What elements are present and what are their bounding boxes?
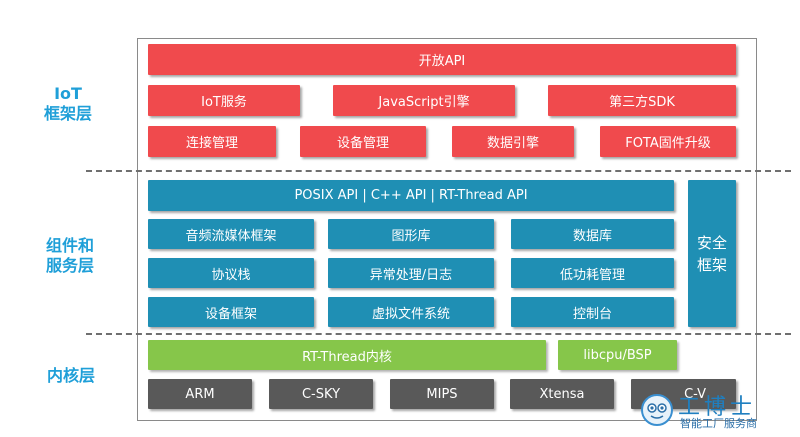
separator-iot-component bbox=[86, 170, 791, 172]
layer-label-iot: IoT 框架层 bbox=[43, 84, 92, 123]
api-bar-block: POSIX API | C++ API | RT-Thread API bbox=[148, 180, 674, 211]
layer-label-kernel: 内核层 bbox=[46, 366, 95, 385]
watermark-subtitle: 智能工厂服务商 bbox=[680, 417, 757, 430]
iot-service-block: IoT服务 bbox=[148, 85, 300, 116]
arch-mips-block: MIPS bbox=[390, 379, 494, 409]
data-engine-block: 数据引擎 bbox=[452, 126, 574, 157]
rt-thread-kernel-block: RT-Thread内核 bbox=[148, 340, 546, 370]
virtual-file-system-block: 虚拟文件系统 bbox=[328, 297, 494, 327]
connection-management-block: 连接管理 bbox=[148, 126, 276, 157]
separator-component-kernel bbox=[86, 333, 791, 335]
low-power-management-block: 低功耗管理 bbox=[511, 258, 674, 288]
arch-arm-block: ARM bbox=[148, 379, 252, 409]
architecture-frame bbox=[137, 38, 757, 421]
console-block: 控制台 bbox=[511, 297, 674, 327]
libcpu-bsp-block: libcpu/BSP bbox=[558, 340, 677, 370]
device-management-block: 设备管理 bbox=[300, 126, 426, 157]
arch-csky-block: C-SKY bbox=[269, 379, 373, 409]
watermark-title: 工博士 bbox=[678, 395, 757, 420]
fota-upgrade-block: FOTA固件升级 bbox=[600, 126, 736, 157]
third-party-sdk-block: 第三方SDK bbox=[548, 85, 736, 116]
watermark: 工博士 智能工厂服务商 bbox=[640, 393, 790, 433]
graphics-library-block: 图形库 bbox=[328, 219, 494, 249]
device-framework-block: 设备框架 bbox=[148, 297, 314, 327]
javascript-engine-block: JavaScript引擎 bbox=[333, 85, 515, 116]
exception-logging-block: 异常处理/日志 bbox=[328, 258, 494, 288]
database-block: 数据库 bbox=[511, 219, 674, 249]
security-framework-block: 安全 框架 bbox=[688, 180, 736, 327]
protocol-stack-block: 协议栈 bbox=[148, 258, 314, 288]
open-api-block: 开放API bbox=[148, 44, 736, 75]
arch-xtensa-block: Xtensa bbox=[510, 379, 614, 409]
audio-media-framework-block: 音频流媒体框架 bbox=[148, 219, 314, 249]
layer-label-component: 组件和 服务层 bbox=[45, 236, 94, 275]
robot-logo-icon bbox=[641, 394, 673, 426]
